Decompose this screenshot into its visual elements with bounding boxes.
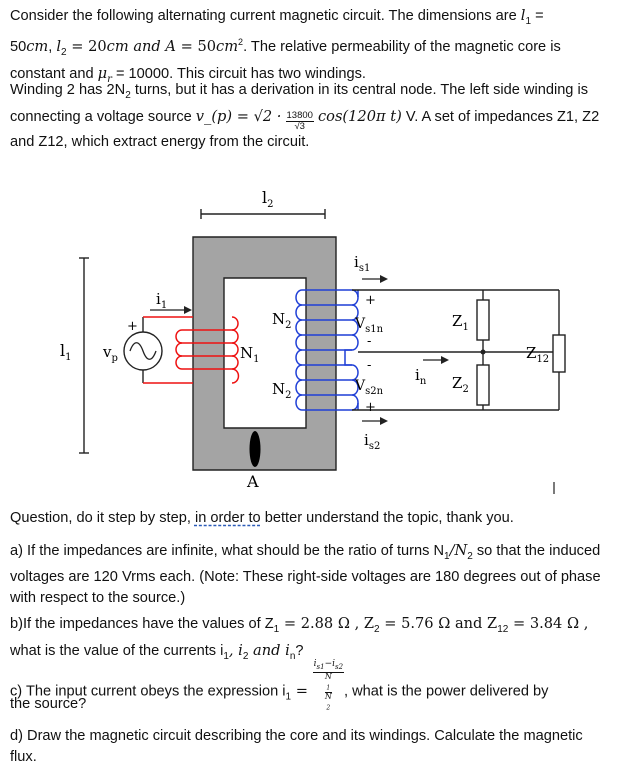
core-cross-section bbox=[249, 431, 261, 467]
problem-paragraph-2: Winding 2 has 2N2 turns, but it has a de… bbox=[10, 82, 600, 150]
vs2n-label: Vs2n bbox=[354, 378, 384, 397]
secondary-winding bbox=[295, 289, 359, 411]
question-intro: Question, do it step by step, in order t… bbox=[10, 510, 514, 526]
svg-text:+: + bbox=[365, 293, 376, 308]
in-label: in bbox=[415, 366, 427, 387]
svg-text:-: - bbox=[367, 334, 371, 349]
vp-label: vp bbox=[102, 343, 118, 364]
question-d: d) Draw the magnetic circuit describing … bbox=[10, 728, 583, 765]
l1-label: l1 bbox=[60, 341, 72, 363]
z2-label: Z2 bbox=[452, 374, 469, 395]
vs1n-label: Vs1n bbox=[354, 316, 384, 335]
magnetic-core bbox=[192, 236, 337, 471]
problem-paragraph-1: Consider the following alternating curre… bbox=[10, 7, 561, 85]
voltage-fraction: 13800√3 bbox=[285, 109, 314, 132]
svg-text:+: + bbox=[365, 400, 376, 415]
is1-label: is1 bbox=[354, 253, 370, 274]
question-c: c) The input current obeys the expressio… bbox=[10, 659, 549, 712]
svg-text:+: + bbox=[127, 319, 138, 334]
load-circuit bbox=[352, 289, 566, 411]
primary-winding bbox=[175, 316, 240, 384]
n2-bottom-label: N2 bbox=[272, 380, 292, 401]
l2-label: l2 bbox=[262, 188, 274, 210]
question-a: a) If the impedances are infinite, what … bbox=[10, 542, 601, 606]
question-b: b)If the impedances have the values of Z… bbox=[10, 615, 589, 662]
n1-label: N1 bbox=[240, 344, 260, 365]
question-c-continued: the source? bbox=[10, 696, 87, 712]
magnetic-circuit-figure: l2 l1 A vp + i1 N1 bbox=[60, 188, 566, 494]
svg-text:-: - bbox=[367, 358, 371, 373]
z1-label: Z1 bbox=[452, 312, 469, 333]
i1-label: i1 bbox=[156, 290, 167, 311]
z12-label: Z12 bbox=[526, 344, 549, 365]
n2-top-label: N2 bbox=[272, 310, 292, 331]
area-label: A bbox=[246, 472, 259, 491]
is2-label: is2 bbox=[364, 431, 380, 452]
